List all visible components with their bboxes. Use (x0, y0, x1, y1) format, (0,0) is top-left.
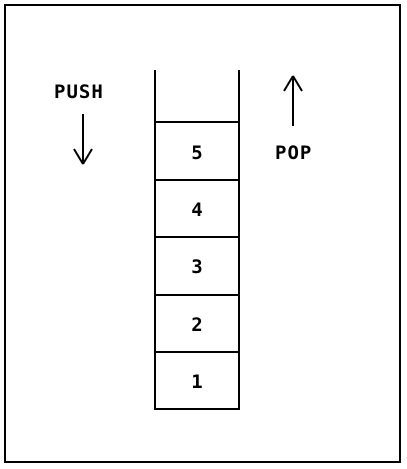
stack-item-4: 4 (191, 199, 202, 221)
stack-item-3: 3 (191, 256, 202, 278)
stack-item-2: 2 (191, 314, 202, 336)
stack-item-5: 5 (191, 142, 202, 164)
pop-arrow-icon (283, 75, 303, 126)
pop-label: POP (275, 142, 312, 164)
stack-cells (155, 121, 239, 353)
push-label: PUSH (54, 81, 104, 103)
stack-container (154, 70, 240, 410)
stack-item-1: 1 (191, 371, 202, 393)
push-arrow-icon (73, 114, 93, 165)
diagram-frame (4, 4, 401, 463)
